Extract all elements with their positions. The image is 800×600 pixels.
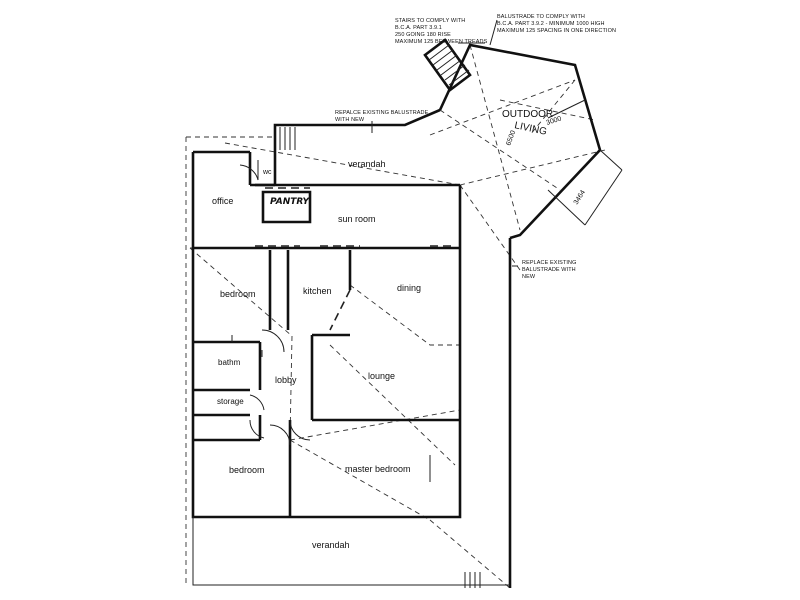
note-stairs: STAIRS TO COMPLY WITH B.C.A. PART 3.9.1 … (395, 18, 488, 45)
room-label-bathroom: bathm (218, 358, 241, 367)
note-stairs-line-3: 250 GOING 180 RISE (395, 32, 451, 38)
outdoor-deck (438, 43, 623, 588)
room-label-dining: dining (397, 283, 421, 293)
note-replace-top: REPALCE EXISTING BALUSTRADE WITH NEW (335, 110, 429, 133)
room-label-storage: storage (217, 397, 244, 406)
room-label-lounge: lounge (368, 371, 395, 381)
stairs (423, 38, 472, 92)
dimension-side: 3464 (573, 189, 587, 206)
room-label-lobby: lobby (275, 375, 297, 385)
verandah-bottom (192, 517, 510, 588)
outdoor-living-label-2: LIVING (513, 120, 548, 138)
outdoor-living-label-1: OUTDOOR (502, 109, 553, 120)
note-stairs-line-1: STAIRS TO COMPLY WITH (395, 18, 465, 24)
note-replace-right: REPLACE EXISTING BALUSTRADE WITH NEW (512, 260, 576, 280)
note-replace-right-line-1: REPLACE EXISTING (522, 260, 576, 266)
note-stairs-line-4: MAXIMUM 125 BETWEEN TREADS (395, 39, 488, 45)
note-replace-right-line-3: NEW (522, 274, 536, 280)
note-replace-top-line-1: REPALCE EXISTING BALUSTRADE (335, 110, 429, 116)
room-label-pantry: PANTRY (270, 197, 311, 207)
house-walls (191, 150, 462, 519)
verandah-top-balustrade (273, 108, 441, 152)
dimension-depth: 6500 (505, 130, 517, 147)
doors (231, 160, 311, 446)
room-label-sun-room: sun room (338, 214, 376, 224)
room-label-bedroom-2: bedroom (229, 465, 265, 475)
note-balustrade-line-1: BALUSTRADE TO COMPLY WITH (497, 14, 585, 20)
note-replace-top-line-2: WITH NEW (335, 117, 365, 123)
opening-markers (255, 187, 455, 331)
note-balustrade-line-2: B.C.A. PART 3.9.2 - MINIMUM 1000 HIGH (497, 21, 605, 27)
room-label-office: office (212, 196, 233, 206)
note-stairs-line-2: B.C.A. PART 3.9.1 (395, 25, 442, 31)
room-label-master-bedroom: master bedroom (345, 464, 411, 474)
room-label-kitchen: kitchen (303, 286, 332, 296)
site-boundary (185, 136, 275, 585)
room-label-verandah-bottom: verandah (312, 540, 350, 550)
room-label-bedroom-1: bedroom (220, 289, 256, 299)
note-replace-right-line-2: BALUSTRADE WITH (522, 267, 576, 273)
room-label-verandah-top: verandah (348, 159, 386, 169)
note-balustrade-line-3: MAXIMUM 125 SPACING IN ONE DIRECTION (497, 28, 616, 34)
dimension-width: 3000 (545, 115, 562, 127)
note-balustrade: BALUSTRADE TO COMPLY WITH B.C.A. PART 3.… (489, 14, 616, 46)
room-label-wc: wc (262, 169, 272, 176)
